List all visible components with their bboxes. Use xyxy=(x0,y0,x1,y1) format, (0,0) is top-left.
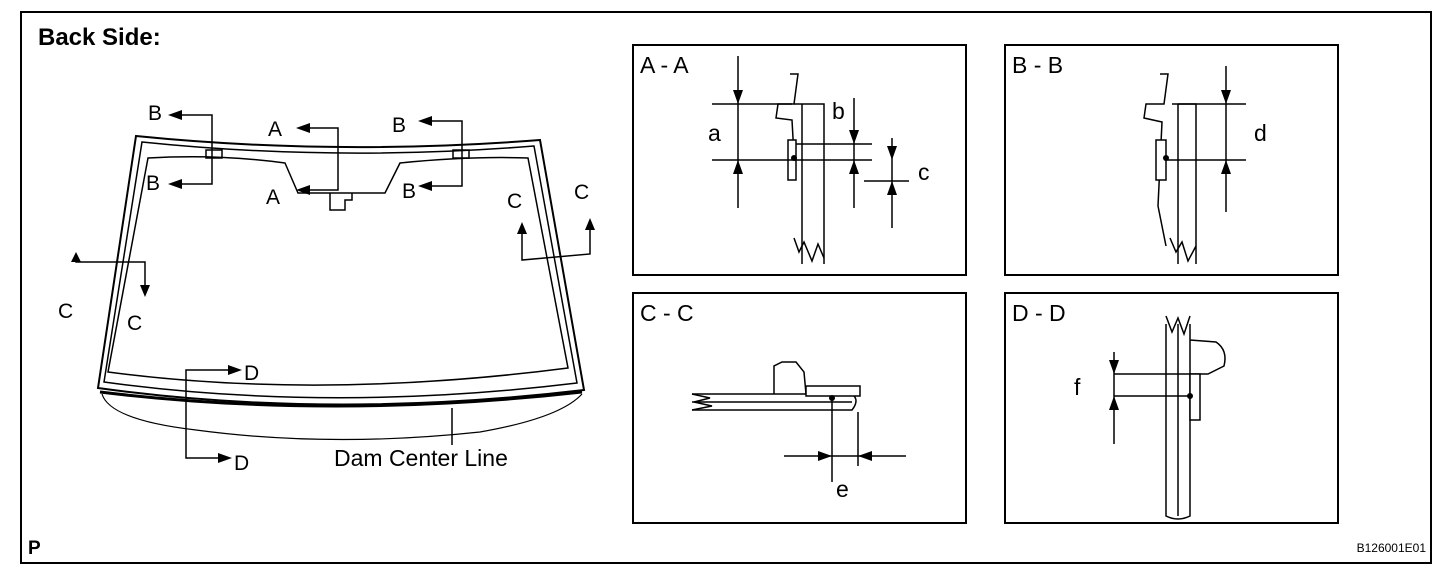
dim-d: d xyxy=(1254,120,1267,146)
break-a xyxy=(793,237,825,264)
figure-code: B126001E01 xyxy=(1356,541,1426,555)
break-d xyxy=(1165,315,1191,337)
label-b-bottom-left: B xyxy=(146,172,161,195)
figure-frame xyxy=(20,11,1432,564)
section-d-d-title: D - D xyxy=(1012,300,1066,326)
label-c-right-2: C xyxy=(574,181,590,204)
section-a-a-drawing xyxy=(712,56,909,264)
molding-c xyxy=(773,361,807,395)
label-c-right-1: C xyxy=(507,190,523,213)
break-c xyxy=(691,393,713,411)
dim-f: f xyxy=(1074,374,1081,400)
section-a-a-title: A - A xyxy=(640,52,689,78)
figure-title: Back Side: xyxy=(38,24,161,51)
cut-c-left xyxy=(75,257,146,285)
section-d-d-drawing xyxy=(1109,315,1226,520)
clip-left xyxy=(205,149,223,159)
label-b-top-left: B xyxy=(148,102,163,125)
cut-b-right xyxy=(426,120,463,187)
mirror-bracket xyxy=(329,193,353,211)
cut-a xyxy=(305,127,339,191)
break-b xyxy=(1169,237,1197,263)
clip-right xyxy=(452,149,470,159)
section-d-d-panel: D - D f xyxy=(1004,292,1339,524)
glass-a xyxy=(794,103,825,264)
label-b-top-right: B xyxy=(392,114,407,137)
glass-inner-edge xyxy=(103,141,578,399)
cut-c-right xyxy=(521,228,591,261)
label-b-bottom-right: B xyxy=(402,180,417,203)
cut-d xyxy=(185,369,232,459)
glass-outer-edge xyxy=(96,134,586,406)
dim-e: e xyxy=(836,476,849,502)
label-d-top: D xyxy=(244,362,260,385)
label-a-bottom: A xyxy=(266,186,281,209)
label-d-bottom: D xyxy=(234,452,250,475)
label-c-left-2: C xyxy=(127,312,143,335)
label-a-top: A xyxy=(268,118,283,141)
glass-d xyxy=(1165,324,1191,520)
glass-b xyxy=(1172,103,1197,264)
dim-c: c xyxy=(918,159,930,185)
ceramic-border xyxy=(107,156,569,386)
molding-d xyxy=(1189,339,1226,375)
section-c-c-panel: C - C e xyxy=(632,292,967,524)
label-c-left-1: C xyxy=(58,300,74,323)
lower-edge xyxy=(101,393,583,441)
dim-a: a xyxy=(708,120,721,146)
corner-mark: P xyxy=(28,538,41,559)
dam-c xyxy=(805,385,861,397)
section-b-b-drawing xyxy=(1143,66,1246,264)
molding-b xyxy=(1143,73,1169,247)
dam-line xyxy=(99,390,583,408)
section-b-b-title: B - B xyxy=(1012,52,1064,78)
section-c-c-title: C - C xyxy=(640,300,694,326)
section-c-c-drawing xyxy=(691,361,906,482)
section-a-a-panel: A - A a b c xyxy=(632,44,967,276)
dam-center-line-callout: Dam Center Line xyxy=(334,445,508,471)
dim-b: b xyxy=(832,98,845,124)
cut-b-left xyxy=(176,114,213,185)
section-b-b-panel: B - B d xyxy=(1004,44,1339,276)
